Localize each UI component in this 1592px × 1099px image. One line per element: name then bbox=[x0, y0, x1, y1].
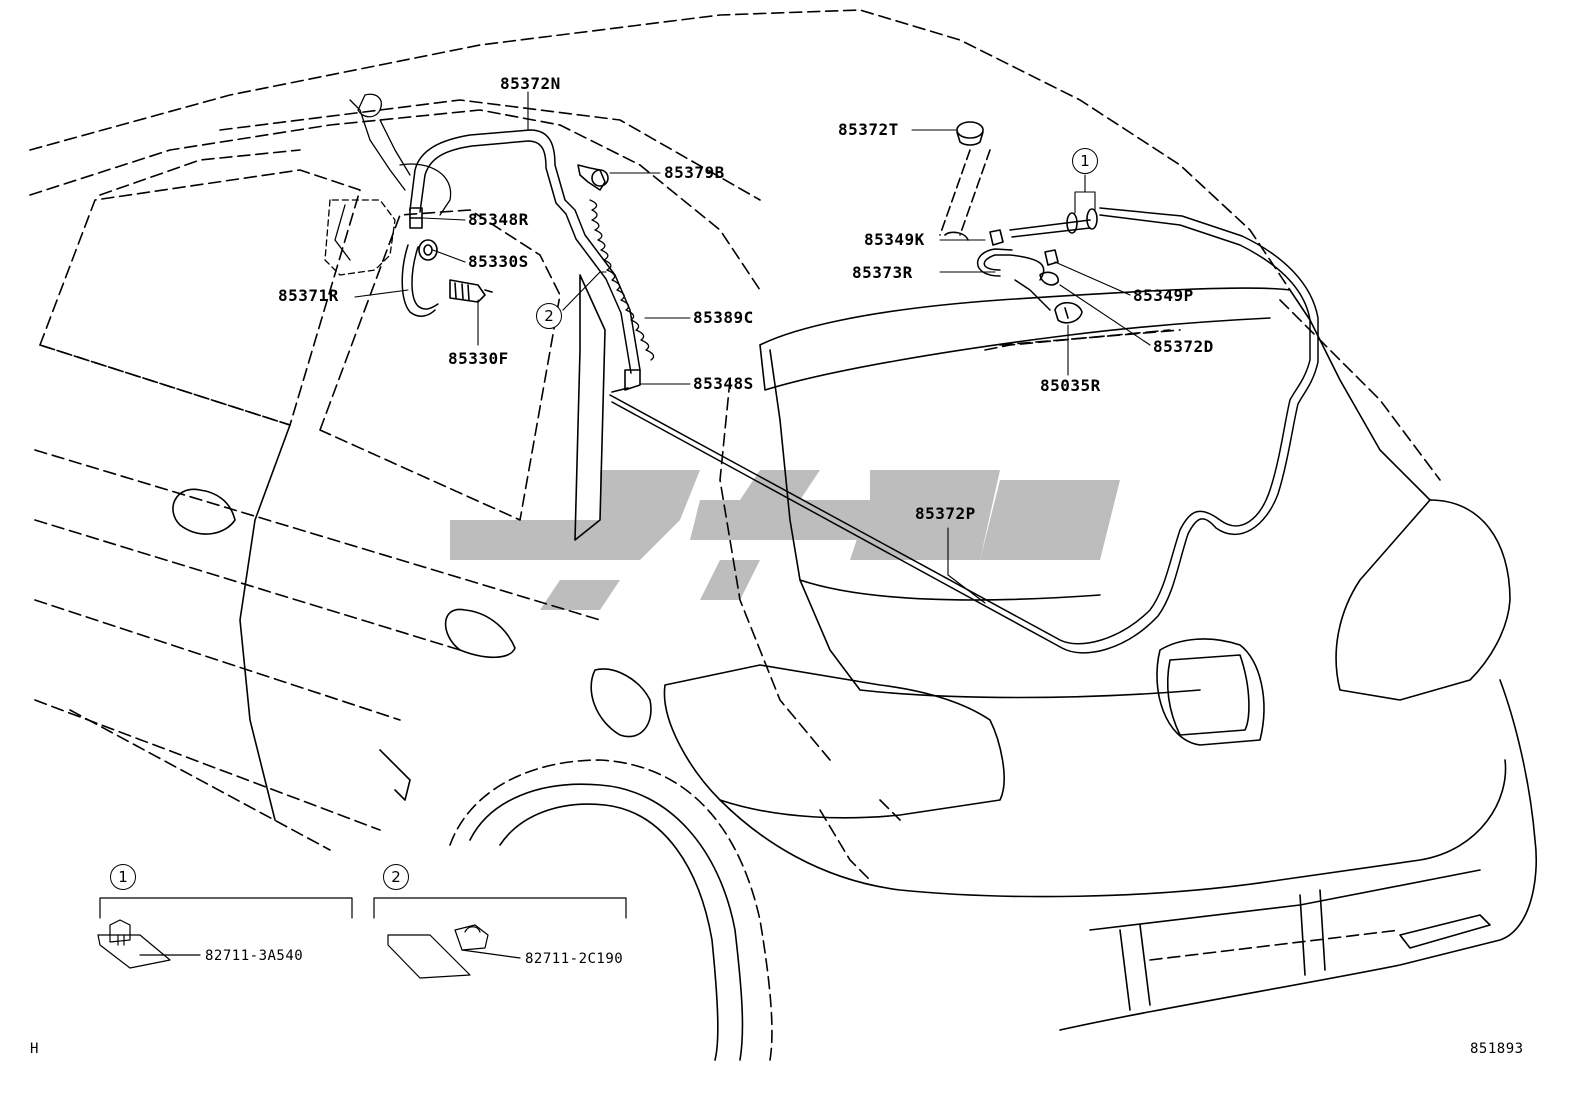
diagram-number: 851893 bbox=[1470, 1041, 1524, 1057]
label-85371R[interactable]: 85371R bbox=[278, 286, 339, 305]
label-85389C[interactable]: 85389C bbox=[693, 308, 754, 327]
nozzle-85035R bbox=[1054, 301, 1083, 324]
callout-1-main[interactable]: 1 bbox=[1072, 148, 1098, 174]
grommet-85330S bbox=[418, 239, 438, 261]
grommet-line bbox=[939, 149, 991, 236]
rear-body bbox=[663, 287, 1538, 1031]
inset-2 bbox=[373, 897, 627, 979]
label-85330S[interactable]: 85330S bbox=[468, 252, 529, 271]
leader-lines bbox=[354, 91, 1151, 604]
label-85373R[interactable]: 85373R bbox=[852, 263, 913, 282]
label-82711-3A540[interactable]: 82711-3A540 bbox=[205, 948, 304, 964]
footer-code: H bbox=[30, 1041, 39, 1057]
washer-hose-85372N bbox=[409, 129, 641, 374]
joint-85348R bbox=[409, 207, 423, 229]
washer-hose-85372P bbox=[609, 207, 1319, 654]
joint-85348S bbox=[611, 369, 641, 393]
label-85349K[interactable]: 85349K bbox=[864, 230, 925, 249]
hose-coil-85389C bbox=[589, 199, 655, 361]
label-85348R[interactable]: 85348R bbox=[468, 210, 529, 229]
side-windows bbox=[34, 169, 601, 851]
label-85349P[interactable]: 85349P bbox=[1133, 286, 1194, 305]
label-85372D[interactable]: 85372D bbox=[1153, 337, 1214, 356]
label-85372P[interactable]: 85372P bbox=[915, 504, 976, 523]
roof-outline bbox=[29, 9, 1291, 291]
label-85035R[interactable]: 85035R bbox=[1040, 376, 1101, 395]
inset-1 bbox=[97, 897, 353, 969]
callout-1-inset: 1 bbox=[110, 864, 136, 890]
label-85330F[interactable]: 85330F bbox=[448, 349, 509, 368]
rear-body-dashed bbox=[719, 299, 1441, 961]
label-82711-2C190[interactable]: 82711-2C190 bbox=[525, 951, 624, 967]
label-85372N[interactable]: 85372N bbox=[500, 74, 561, 93]
grommet-85372T bbox=[956, 121, 984, 146]
watermark-logo bbox=[450, 470, 1120, 610]
hose-clamps bbox=[1066, 208, 1098, 234]
callout-2-inset: 2 bbox=[383, 864, 409, 890]
washer-hose-upper bbox=[976, 219, 1091, 311]
check-valve-85379B bbox=[577, 164, 609, 191]
pump-85330F bbox=[449, 279, 493, 303]
label-85379B[interactable]: 85379B bbox=[664, 163, 725, 182]
rear-wheel-arch bbox=[449, 759, 773, 1061]
label-85348S[interactable]: 85348S bbox=[693, 374, 754, 393]
washer-tank bbox=[324, 93, 452, 276]
callout-2-main[interactable]: 2 bbox=[536, 303, 562, 329]
hose-85371R bbox=[401, 244, 439, 317]
nozzle-parts bbox=[944, 229, 1059, 286]
door-outlines bbox=[172, 274, 652, 821]
label-85372T[interactable]: 85372T bbox=[838, 120, 899, 139]
